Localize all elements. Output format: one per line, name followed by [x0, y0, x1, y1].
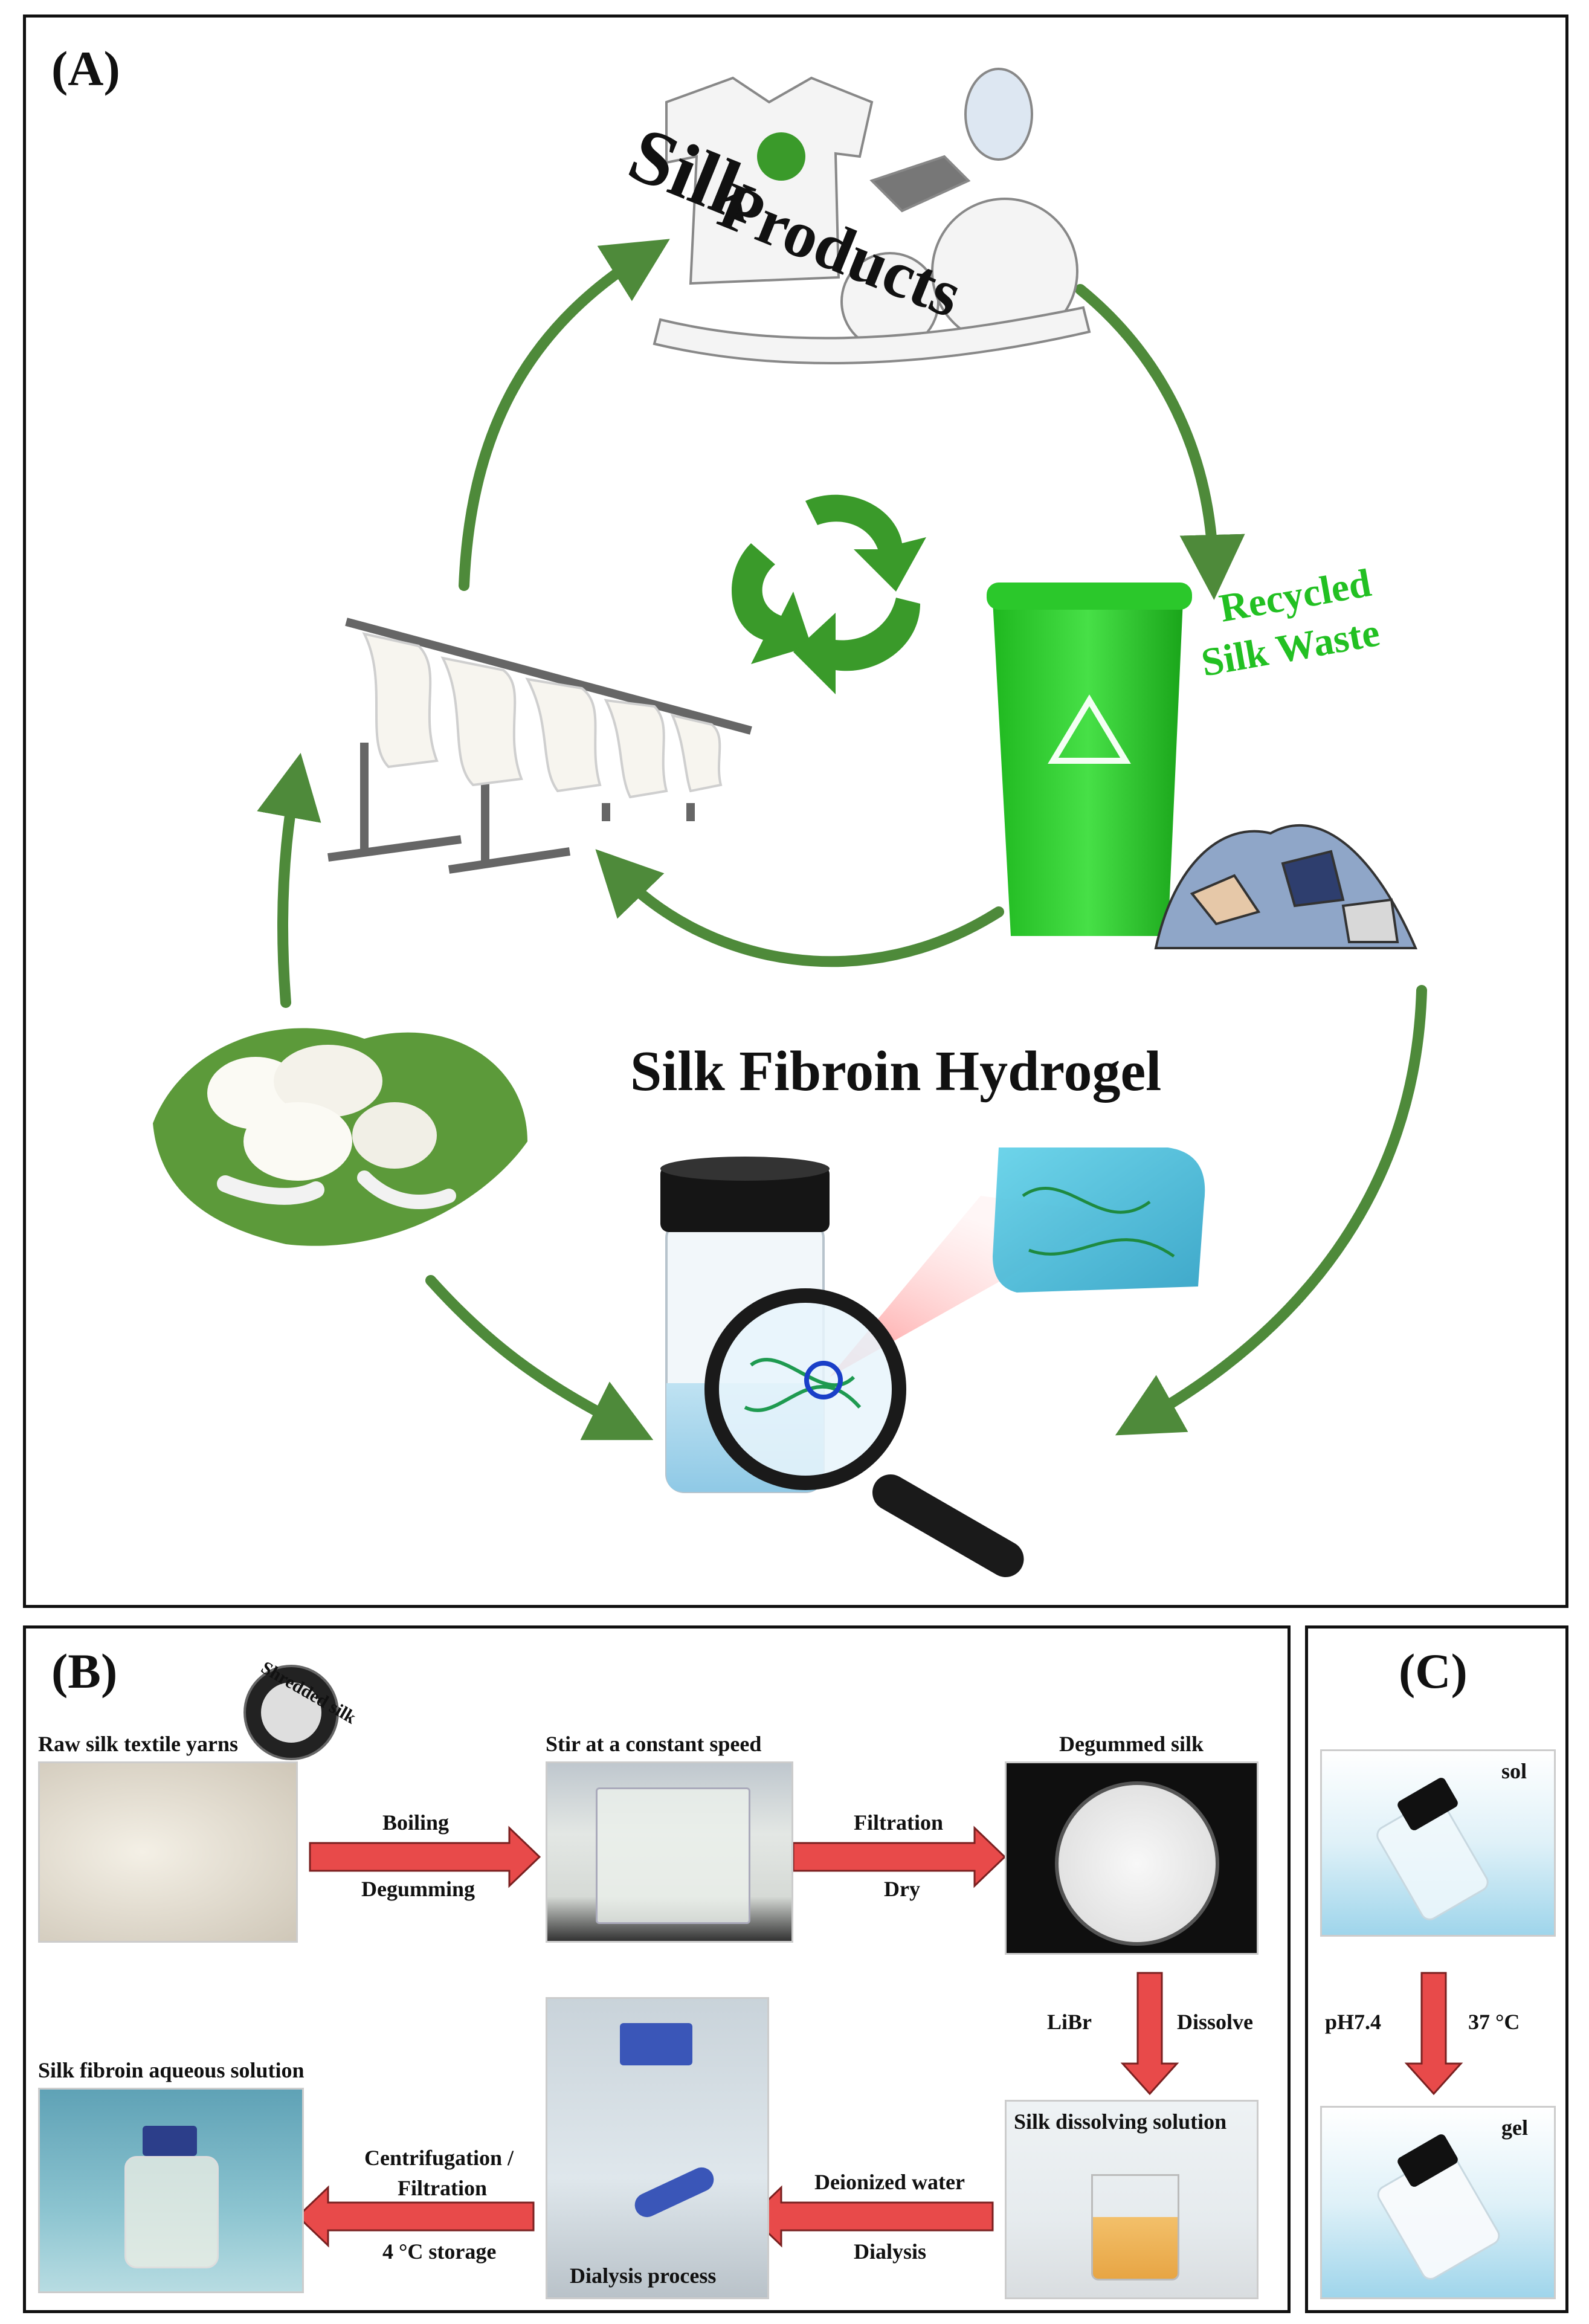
- boiling-label: Boiling: [382, 1810, 450, 1835]
- raw-yarns-photo: [38, 1761, 298, 1943]
- deionized-label: Deionized water: [814, 2170, 965, 2194]
- hydrogel-cube: [993, 1147, 1205, 1293]
- panel-c-label: (C): [1399, 1644, 1468, 1699]
- degummed-photo: [1005, 1761, 1259, 1955]
- panel-b: (B) Raw silk textile yarns Shredded silk…: [23, 1625, 1291, 2313]
- raw-yarns-label: Raw silk textile yarns: [38, 1732, 238, 1756]
- filtration-label: Filtration: [854, 1810, 943, 1835]
- flow-arrows: [296, 1825, 1179, 2248]
- arrow-filtration: [792, 1825, 1007, 1888]
- recycling-bin: [987, 583, 1192, 936]
- temp-label: 37 °C: [1468, 2010, 1520, 2034]
- dialysis-photo: [546, 1997, 769, 2299]
- dissolving-photo: [1005, 2100, 1259, 2299]
- sol-vial-photo: [1320, 1749, 1556, 1937]
- aqueous-photo: [38, 2088, 304, 2293]
- dissolving-label: Silk dissolving solution: [1014, 2109, 1227, 2134]
- bin-recycle-icon: [1048, 694, 1131, 764]
- recycle-symbol-icon: [731, 494, 926, 694]
- centrifugation-label: Centrifugation /: [364, 2146, 514, 2170]
- dissolve-label: Dissolve: [1177, 2010, 1253, 2034]
- panel-c-flow: [1404, 1972, 1463, 2096]
- arrow-sol-to-gel: [1404, 1972, 1463, 2096]
- dialysis-process-label: Dialysis process: [570, 2264, 717, 2288]
- arrow-deionized: [749, 2185, 994, 2248]
- degumming-label: Degumming: [361, 1877, 475, 1901]
- cycle-arrows: [257, 239, 1427, 1441]
- sol-label: sol: [1501, 1759, 1527, 1783]
- silk-products-sketch: [653, 68, 1091, 365]
- panel-a-illustration: Silk Products: [153, 68, 1427, 1577]
- arrow-boiling: [309, 1825, 541, 1888]
- hydrogel-title: Silk Fibroin Hydrogel: [630, 1040, 1161, 1103]
- silk-hanging-fibers: [362, 632, 723, 799]
- arrow-centrifugation: [296, 2185, 535, 2248]
- silk-waste-pile: [1154, 824, 1418, 949]
- tshirt-recycle-icon: [757, 132, 805, 181]
- panel-a: Silk Products: [23, 15, 1568, 1608]
- storage-label: 4 °C storage: [382, 2239, 497, 2264]
- shredded-silk-dish: [243, 1665, 339, 1760]
- aqueous-label: Silk fibroin aqueous solution: [38, 2058, 305, 2082]
- panel-c: (C) sol pH7.4 37 °C gel: [1305, 1625, 1568, 2313]
- cocoons-on-leaves: [153, 1028, 527, 1246]
- stir-label: Stir at a constant speed: [546, 1732, 762, 1756]
- dialysis-label: Dialysis: [854, 2239, 927, 2264]
- panel-b-label: (B): [51, 1644, 118, 1699]
- gel-vial-photo: [1320, 2106, 1556, 2299]
- gel-label: gel: [1501, 2116, 1528, 2140]
- ph-label: pH7.4: [1325, 2010, 1382, 2034]
- panel-b-flow: [296, 1825, 1179, 2248]
- silk-drying-rack: [327, 618, 752, 874]
- arrow-librs: [1120, 1972, 1179, 2096]
- librs-label: LiBr: [1047, 2010, 1092, 2034]
- magnifier-icon: [704, 1288, 1024, 1577]
- dry-label: Dry: [884, 1877, 920, 1901]
- stir-photo: [546, 1761, 793, 1943]
- degummed-label: Degummed silk: [1059, 1732, 1204, 1756]
- panel-a-label: (A): [51, 41, 120, 96]
- filtration2-label: Filtration: [398, 2176, 487, 2200]
